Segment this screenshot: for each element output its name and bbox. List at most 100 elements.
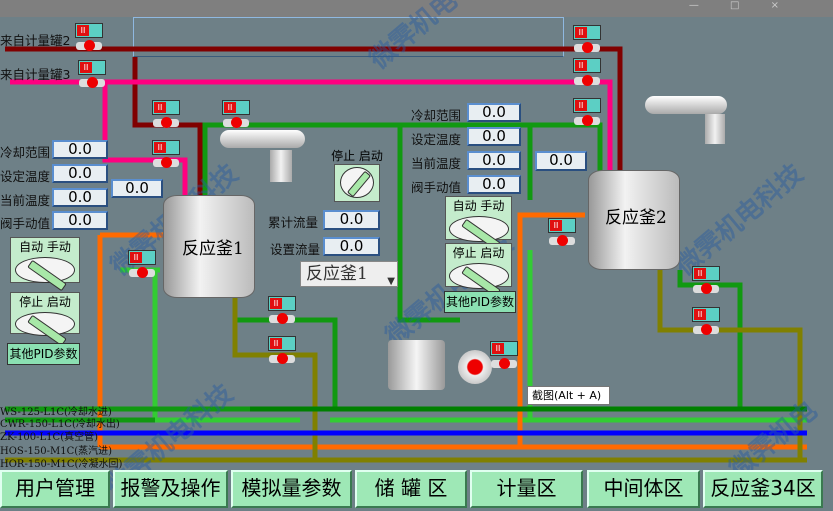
r1-valve-reading: 0.0 <box>111 179 163 198</box>
valve-icon <box>79 77 105 88</box>
set-flow-label: 设置流量 <box>270 242 321 257</box>
title-frame <box>133 17 564 57</box>
meter-knob[interactable] <box>334 164 380 202</box>
r1-cooling-range-field[interactable]: 0.0 <box>52 140 108 159</box>
r1-cur-temp-label: 当前温度 <box>0 193 51 208</box>
pipe-pink <box>10 79 613 200</box>
rotary-knob-icon <box>448 263 509 289</box>
r2-set-temp-field[interactable]: 0.0 <box>467 127 521 146</box>
nav-alarm-operation[interactable]: 报警及操作 <box>113 470 228 508</box>
valve-toggle[interactable] <box>548 218 576 233</box>
reactor-2-label: 反应釜2 <box>605 208 667 228</box>
r2-valve-manual-field[interactable]: 0.0 <box>467 175 521 194</box>
feed-label-2: 来自计量罐2 <box>0 33 71 48</box>
screenshot-tooltip: 截图(Alt + A) <box>527 386 610 405</box>
valve-icon <box>574 42 600 53</box>
valve-icon <box>223 117 249 128</box>
feed-label-3: 来自计量罐3 <box>0 67 71 82</box>
r2-set-temp-label: 设定温度 <box>411 132 462 147</box>
r2-auto-manual-switch[interactable]: 自动 手动 <box>445 196 512 242</box>
bus-label-hos: HOS-150-M1C(蒸汽进) <box>0 446 113 457</box>
reactor-select-dropdown[interactable]: 反应釜1 ▼ <box>300 261 398 287</box>
nav-analog-params[interactable]: 模拟量参数 <box>231 470 352 508</box>
valve-toggle[interactable] <box>128 250 156 265</box>
title-bar <box>0 0 833 17</box>
valve-toggle[interactable] <box>573 98 601 113</box>
switch-label: 停止 启动 <box>452 246 505 260</box>
pipe-green <box>202 122 743 409</box>
chevron-down-icon: ▼ <box>387 276 395 287</box>
set-flow-field[interactable]: 0.0 <box>323 237 380 256</box>
reactor-select-value: 反应釜1 <box>306 264 368 284</box>
valve-icon <box>269 313 295 324</box>
valve-toggle[interactable] <box>268 296 296 311</box>
valve-toggle[interactable] <box>490 341 518 356</box>
pump-icon[interactable] <box>458 350 492 384</box>
valve-icon <box>574 75 600 86</box>
r1-cooling-range-label: 冷却范围 <box>0 145 51 160</box>
rotary-knob-icon <box>15 257 75 283</box>
nav-intermediate-area[interactable]: 中间体区 <box>587 470 700 508</box>
nav-tank-area[interactable]: 储 罐 区 <box>355 470 467 508</box>
nav-user-management[interactable]: 用户管理 <box>0 470 110 508</box>
pipe-orange <box>97 212 807 450</box>
window-controls[interactable]: — □ × <box>688 0 793 11</box>
valve-icon <box>269 353 295 364</box>
valve-toggle[interactable] <box>573 25 601 40</box>
bus-label-cws: WS-125-L1C(冷却水进) <box>0 407 112 418</box>
r2-condenser-icon <box>645 96 727 114</box>
meter-stop-start-switch[interactable]: 停止 启动 <box>331 148 383 204</box>
switch-label: 停止 启动 <box>19 295 71 309</box>
valve-icon <box>153 157 179 168</box>
valve-toggle[interactable] <box>152 100 180 115</box>
bus-label-zk: ZK-100-L1C(真空管) <box>0 432 98 443</box>
r2-stop-start-switch[interactable]: 停止 启动 <box>445 243 512 289</box>
r1-set-temp-field[interactable]: 0.0 <box>52 164 108 183</box>
switch-label: 停止 启动 <box>331 149 383 163</box>
valve-toggle[interactable] <box>268 336 296 351</box>
switch-label: 自动 手动 <box>452 199 505 213</box>
valve-toggle[interactable] <box>573 58 601 73</box>
storage-tank-icon <box>388 340 445 390</box>
pipe-bus-green-left <box>5 406 250 423</box>
valve-icon <box>549 235 575 246</box>
nav-metering-area[interactable]: 计量区 <box>470 470 583 508</box>
bus-label-hor: HOR-150-M1C(冷凝水回) <box>0 459 123 470</box>
total-flow-field: 0.0 <box>323 210 380 230</box>
reactor-2[interactable]: 反应釜2 <box>588 170 680 270</box>
r2-pid-button[interactable]: 其他PID参数 <box>444 291 516 313</box>
rotary-knob-icon <box>15 312 75 336</box>
valve-icon <box>153 117 179 128</box>
r1-valve-manual-label: 阀手动值 <box>0 216 51 231</box>
r2-cooling-range-label: 冷却范围 <box>411 108 462 123</box>
r1-condenser-pipe <box>270 150 292 182</box>
valve-toggle[interactable] <box>222 100 250 115</box>
r2-cur-temp-label: 当前温度 <box>411 156 462 171</box>
r1-stop-start-switch[interactable]: 停止 启动 <box>10 292 80 336</box>
r2-valve-reading: 0.0 <box>535 151 587 171</box>
valve-icon <box>574 115 600 126</box>
r2-cooling-range-field[interactable]: 0.0 <box>467 103 521 122</box>
r1-condenser-icon <box>220 130 305 148</box>
r1-valve-manual-field[interactable]: 0.0 <box>52 211 108 230</box>
valve-icon <box>693 283 719 294</box>
total-flow-label: 累计流量 <box>268 215 319 230</box>
r2-valve-manual-label: 阀手动值 <box>411 180 462 195</box>
valve-toggle[interactable] <box>78 60 106 75</box>
nav-reactor-34-area[interactable]: 反应釜34区 <box>703 470 823 508</box>
valve-icon <box>491 358 517 369</box>
valve-icon <box>129 267 155 278</box>
valve-toggle[interactable] <box>692 307 720 322</box>
valve-icon <box>693 324 719 335</box>
r2-cur-temp-field: 0.0 <box>467 151 521 170</box>
r1-pid-button[interactable]: 其他PID参数 <box>7 343 80 365</box>
reactor-1[interactable]: 反应釜1 <box>163 195 255 298</box>
switch-label: 自动 手动 <box>19 240 71 254</box>
valve-toggle[interactable] <box>152 140 180 155</box>
r1-auto-manual-switch[interactable]: 自动 手动 <box>10 237 80 283</box>
valve-toggle[interactable] <box>75 23 103 38</box>
valve-icon <box>76 40 102 51</box>
valve-toggle[interactable] <box>692 266 720 281</box>
r1-set-temp-label: 设定温度 <box>0 169 51 184</box>
